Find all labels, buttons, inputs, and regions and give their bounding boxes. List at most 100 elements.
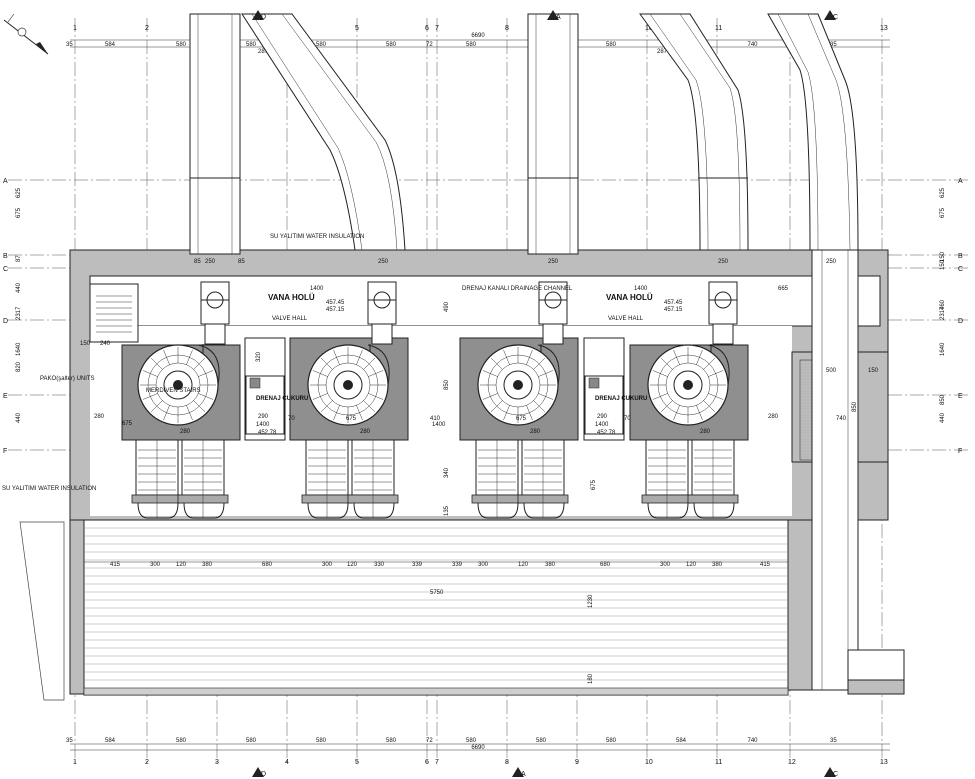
grid-label-left: D [3,318,8,325]
grid-label-bottom: 6 [425,759,429,766]
top-dim: 580 [466,42,477,48]
draft-tube [471,440,523,519]
apron-dim: 380 [202,562,213,568]
apron-dim: 300 [478,562,489,568]
dim-250-e: 250 [826,259,837,265]
hall-elev-b-left: 457.15 [326,307,345,313]
valve-flange-icon [204,323,226,345]
apron-dim: 120 [686,562,697,568]
valve-icon [538,281,568,325]
row-dim-right: 2317 [940,306,946,320]
grid-label-bottom: 8 [505,759,509,766]
bottom-dim: 35 [830,738,837,744]
valve-flange-icon [371,323,393,345]
dim-320: 320 [256,351,262,362]
row-dim-left: 440 [16,282,22,293]
bottom-dim: 580 [386,738,397,744]
grid-label-top: 2 [145,25,149,32]
grid-label-bottom: 13 [880,759,888,766]
bottom-dim: 580 [606,738,617,744]
hall-elev-b-right: 457.15 [664,307,683,313]
section-marker-icon: A [512,767,526,778]
top-dim: 72 [426,42,433,48]
apron-dim: 680 [262,562,273,568]
dim-250-a: 250 [205,259,216,265]
row-dim-right: 850 [940,394,946,405]
valve-icon [708,281,738,325]
sub-dim-left: 2874 [258,49,272,55]
apron-dim: 380 [545,562,556,568]
penstock-pipes [189,13,859,255]
section-label: A [556,14,561,21]
apron-step-dim: 180 [588,673,594,684]
top-dim: 580 [606,42,617,48]
hall-name-en-right: VALVE HALL [608,316,644,322]
runner-icon [333,370,363,400]
sub-dim-right: 2874 [657,49,671,55]
top-total-dim: 6690 [471,33,485,39]
dim-280-b: 280 [180,429,191,435]
apron-dim: 339 [452,562,463,568]
grid-label-bottom: 11 [715,759,722,766]
dim-280-c: 280 [360,429,371,435]
bottom-dim: 72 [426,738,433,744]
drain-title-left: DRENAJ ÇUKURU [256,396,308,402]
grid-label-top: 10 [645,25,653,32]
draft-tube [347,440,399,519]
grid-label-top: 13 [880,25,888,32]
dim-150-right: 150 [868,368,879,374]
dim-675-a: 675 [122,421,133,427]
drainage-pit-right: DRENAJ ÇUKURU 290 1400 452.78 [584,375,647,436]
dim-240: 240 [100,341,111,347]
row-dim-left: 440 [16,412,22,423]
top-dim: 580 [386,42,397,48]
dim-675-c: 675 [516,416,527,422]
note-water-insulation: SU YALITIMI WATER INSULATION [2,486,96,492]
row-dim-left: 87 [16,255,22,262]
side-notes: SU YALITIMI WATER INSULATION PAKO(şalter… [2,234,573,492]
turbine-unit [647,281,738,426]
drain-elev-left: 452.78 [258,430,277,436]
turbine-unit [307,281,397,426]
top-dim: 584 [105,42,116,48]
apron-dim: 680 [600,562,611,568]
row-dim-right: 440 [940,412,946,423]
grid-label-right: D [958,318,963,325]
dim-85-a: 85 [194,259,201,265]
dim-740: 740 [836,416,847,422]
apron-dim: 330 [374,562,385,568]
dim-70-b: 70 [624,416,631,422]
note-stairs: MERDİVEN STAIRS [146,387,201,394]
draft-tube [177,440,229,519]
grid-label-right: F [958,448,962,455]
hall-name-left: VANA HOLÜ [268,293,315,302]
dim-490-mid: 490 [444,301,450,312]
dim-250-b: 250 [378,259,389,265]
section-label: C [833,14,838,21]
dim-340: 340 [444,467,450,478]
hall-elev-a-right: 457.45 [664,300,683,306]
dim-675-vert: 675 [591,479,597,490]
drain-title-right: DRENAJ ÇUKURU [595,396,647,402]
bottom-dim: 35 [66,738,73,744]
apron-dim: 380 [712,562,723,568]
top-dim: 580 [316,42,327,48]
hall-elev-a-left: 457.45 [326,300,345,306]
bottom-dim: 580 [246,738,257,744]
note-water-insulation-top: SU YALITIMI WATER INSULATION [270,234,364,240]
grid-label-right: B [958,253,963,260]
bottom-dim: 580 [316,738,327,744]
drainage-pit-left: DRENAJ ÇUKURU 290 1400 452.78 [245,375,308,436]
dim-675-b: 675 [346,416,357,422]
dim-70-a: 70 [288,416,295,422]
apron-dim: 300 [322,562,333,568]
row-dim-left: 675 [16,207,22,218]
row-dim-left: 625 [16,187,22,198]
turbine-unit [477,281,568,426]
dim-280-left: 280 [94,414,105,420]
drain-l-right: 1400 [595,422,609,428]
row-dim-right: 1640 [940,342,946,356]
section-marker-icon: C [824,767,838,778]
